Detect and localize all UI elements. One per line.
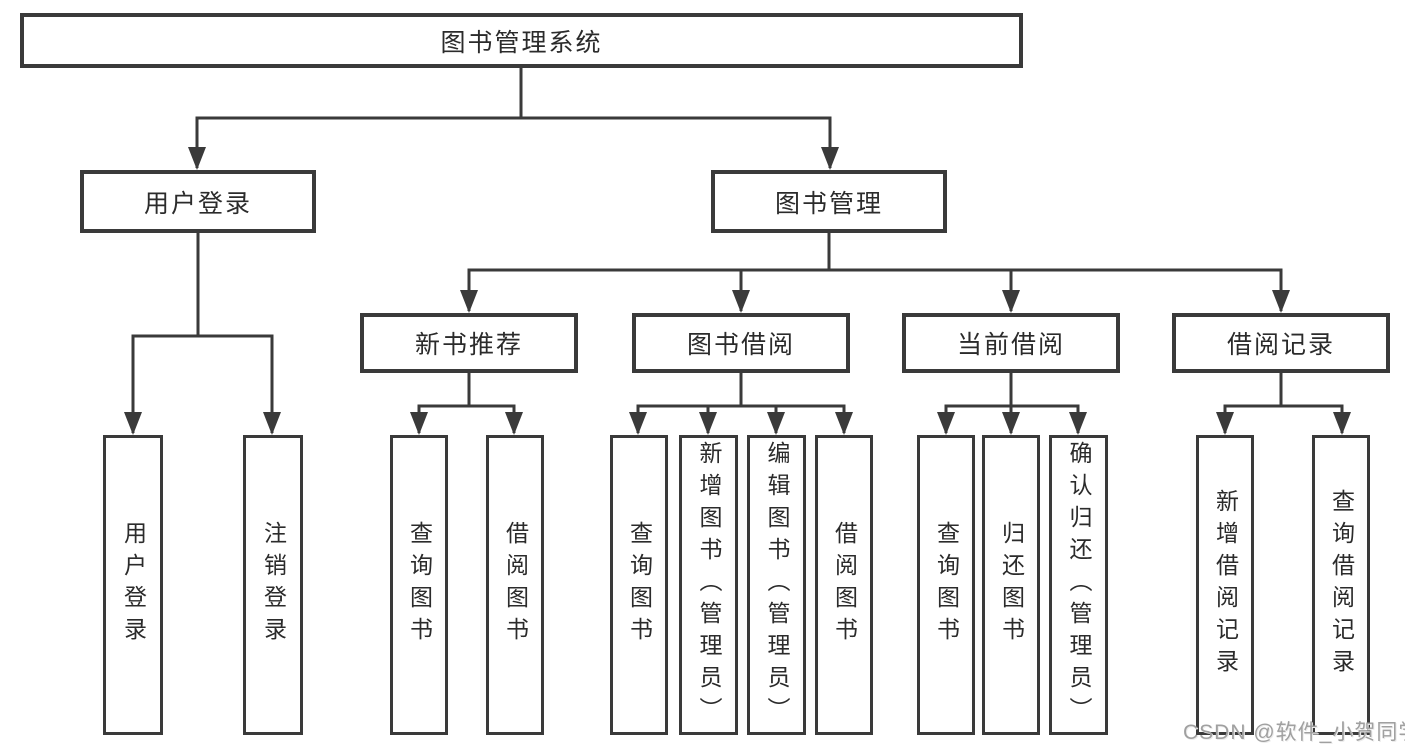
arrowhead: [1002, 412, 1020, 435]
arrowhead: [732, 290, 750, 313]
node-borrowing-records: 借阅记录: [1172, 313, 1390, 373]
node-root: 图书管理系统: [20, 13, 1023, 68]
leaf-query-borrow-record: 查询借阅记录: [1312, 435, 1370, 735]
connector-userlogin-split: [131, 334, 274, 433]
node-current-borrowing: 当前借阅: [902, 313, 1120, 373]
leaf-query-books-borrow: 查询图书: [610, 435, 668, 735]
arrowhead: [188, 147, 206, 170]
node-label: 图书管理: [774, 189, 883, 218]
connector-records-split: [1223, 404, 1344, 433]
connector-bookmgmt-split: [467, 268, 1283, 311]
node-label: 借阅记录: [1226, 331, 1335, 359]
leaf-edit-books-admin: 编辑图书（管理员）: [747, 435, 806, 735]
arrowhead: [835, 412, 853, 435]
node-label: 当前借阅: [956, 331, 1065, 359]
node-label: 新书推荐: [414, 331, 523, 359]
arrowhead: [410, 412, 428, 435]
arrowhead: [821, 147, 839, 170]
node-label: 用户登录: [143, 189, 252, 218]
node-label: 查询图书: [933, 521, 960, 649]
node-label: 图书借阅: [686, 331, 795, 359]
connector-borrow-drops: [706, 406, 778, 433]
arrowhead: [699, 412, 717, 435]
arrowhead: [505, 412, 523, 435]
node-label: 用户登录: [120, 521, 147, 649]
node-label: 新增借阅记录: [1212, 489, 1239, 681]
node-label: 编辑图书（管理员）: [764, 441, 790, 729]
connector-borrow-split: [636, 404, 846, 433]
node-user-login: 用户登录: [80, 170, 316, 233]
arrowhead: [629, 412, 647, 435]
arrowhead: [1216, 412, 1234, 435]
connector-newbook-split: [417, 404, 516, 433]
leaf-borrow-books-recommend: 借阅图书: [486, 435, 544, 735]
node-label: 注销登录: [260, 521, 287, 649]
arrowhead: [263, 412, 281, 435]
connector-bookmgmt-drops: [739, 270, 1013, 311]
csdn-watermark: CSDN @软件_小贺同学: [1183, 721, 1405, 744]
node-label: 图书管理系统: [440, 28, 603, 57]
node-label: 借阅图书: [831, 521, 858, 649]
node-label: 查询图书: [626, 521, 653, 649]
connector-root-split: [195, 116, 832, 168]
arrowhead: [1333, 412, 1351, 435]
leaf-user-login: 用户登录: [103, 435, 163, 735]
node-label: 新增图书（管理员）: [696, 441, 722, 729]
arrowhead: [1069, 412, 1087, 435]
node-label: 借阅图书: [502, 521, 529, 649]
node-book-management: 图书管理: [711, 170, 947, 233]
node-label: 确认归还（管理员）: [1066, 441, 1092, 729]
node-label: 归还图书: [998, 521, 1025, 649]
leaf-confirm-return-admin: 确认归还（管理员）: [1049, 435, 1108, 735]
arrowhead: [1272, 290, 1290, 313]
leaf-logout: 注销登录: [243, 435, 303, 735]
leaf-add-books-admin: 新增图书（管理员）: [679, 435, 738, 735]
node-new-book-recommend: 新书推荐: [360, 313, 578, 373]
leaf-add-borrow-record: 新增借阅记录: [1196, 435, 1254, 735]
leaf-query-books-recommend: 查询图书: [390, 435, 448, 735]
leaf-borrow-books: 借阅图书: [815, 435, 873, 735]
arrowhead: [1002, 290, 1020, 313]
arrowhead: [124, 412, 142, 435]
leaf-query-books-current: 查询图书: [917, 435, 975, 735]
arrowhead: [460, 290, 478, 313]
arrowhead: [767, 412, 785, 435]
arrowhead: [937, 412, 955, 435]
leaf-return-books: 归还图书: [982, 435, 1040, 735]
node-book-borrowing: 图书借阅: [632, 313, 850, 373]
node-label: 查询图书: [406, 521, 433, 649]
node-label: 查询借阅记录: [1328, 489, 1355, 681]
